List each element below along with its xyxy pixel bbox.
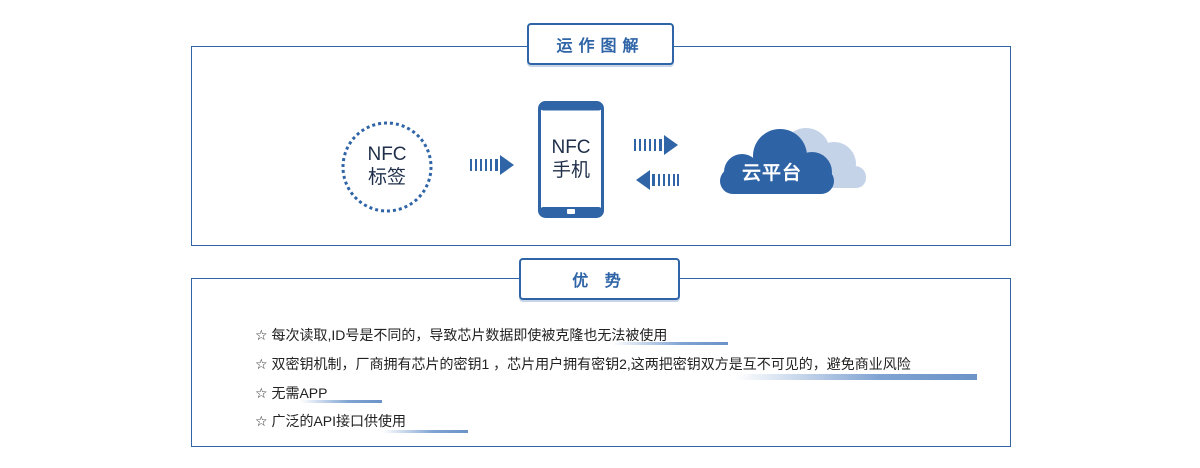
advantage-underline-3 xyxy=(300,400,382,403)
nfc-phone-label: NFC 手机 xyxy=(538,136,604,182)
advantage-item-1: ☆ 每次读取,ID号是不同的，导致芯片数据即使被克隆也无法被使用 xyxy=(255,327,668,343)
section-title-operation: 运作图解 xyxy=(527,23,674,65)
cloud-platform-label: 云平台 xyxy=(742,163,803,184)
section-title-advantages: 优 势 xyxy=(519,258,680,300)
advantage-item-4: ☆ 广泛的API接口供使用 xyxy=(255,413,407,429)
arrow-from-cloud-icon xyxy=(636,170,679,190)
arrow-right-icon xyxy=(470,155,514,175)
nfc-tag-label-line2: 标签 xyxy=(367,167,406,188)
advantage-underline-1 xyxy=(612,342,728,345)
nfc-phone-label-line1: NFC xyxy=(551,137,591,158)
advantages-panel xyxy=(191,278,1011,447)
nfc-tag-label: NFC 标签 xyxy=(340,143,434,189)
nfc-tag-circle-icon xyxy=(341,121,433,213)
advantage-underline-4 xyxy=(382,430,468,433)
nfc-phone-label-line2: 手机 xyxy=(551,160,590,181)
smartphone-icon xyxy=(538,101,604,218)
arrow-to-cloud-icon xyxy=(634,135,678,155)
advantage-item-2: ☆ 双密钥机制，厂商拥有芯片的密钥1 ，芯片用户拥有密钥2,这两把密钥双方是互不… xyxy=(255,356,911,372)
nfc-tag-label-line1: NFC xyxy=(367,144,407,165)
advantage-underline-2 xyxy=(735,374,977,380)
cloud-platform-icon xyxy=(720,128,866,194)
advantage-item-3: ☆ 无需APP xyxy=(255,385,328,401)
